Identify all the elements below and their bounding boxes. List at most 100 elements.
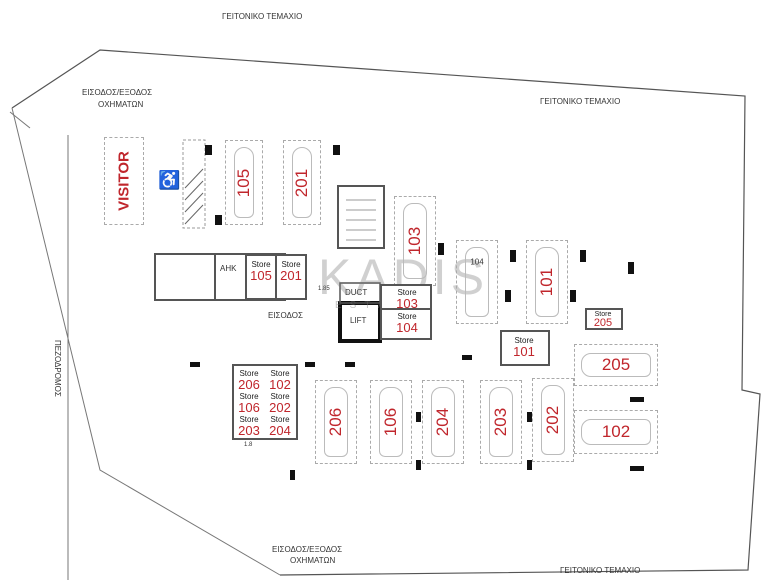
label-entrance: ΕΙΣΟΔΟΣ bbox=[268, 311, 303, 320]
dimension-1: 1.85 bbox=[318, 286, 330, 292]
spot-number: 203 bbox=[491, 407, 510, 437]
store-room bbox=[245, 254, 277, 300]
parking-spot: 103 bbox=[394, 196, 436, 286]
column bbox=[190, 362, 200, 367]
label-neighbor-top: ΓΕΙΤΟΝΙΚΟ ΤΕΜΑΧΙΟ bbox=[222, 12, 303, 21]
label-vehicle-entry-top-2: ΟΧΗΜΑΤΩΝ bbox=[98, 100, 144, 109]
visitor-parking: VISITOR bbox=[104, 137, 144, 225]
store-number: 201 bbox=[280, 268, 302, 283]
column bbox=[580, 250, 586, 262]
store-room bbox=[585, 308, 623, 330]
spot-number: 102 bbox=[601, 422, 631, 441]
spot-number: 105 bbox=[234, 168, 253, 197]
label-electricity: ΑΗΚ bbox=[220, 264, 237, 273]
column bbox=[345, 362, 355, 367]
store-label: Store bbox=[270, 369, 290, 378]
parking-spot: 104 bbox=[456, 240, 498, 324]
column bbox=[527, 412, 532, 422]
parking-spot: 105 bbox=[225, 140, 263, 225]
column bbox=[505, 290, 511, 302]
store-number: 106 bbox=[238, 400, 260, 415]
dimension-2: 1.8 bbox=[244, 442, 253, 448]
store-number: 104 bbox=[396, 320, 418, 335]
store-number: 103 bbox=[396, 296, 418, 311]
spot-number: 205 bbox=[601, 355, 631, 374]
store-room bbox=[275, 254, 307, 300]
parking-spot: 201 bbox=[283, 140, 321, 225]
label-lift: LIFT bbox=[350, 316, 367, 325]
spot-number: 206 bbox=[326, 407, 345, 437]
store-room bbox=[380, 308, 432, 340]
store-number: 105 bbox=[250, 268, 272, 283]
label-vehicle-entry-bottom-1: ΕΙΣΟΔΟΣ/ΕΞΟΔΟΣ bbox=[272, 545, 343, 554]
label-vehicle-entry-top-1: ΕΙΣΟΔΟΣ/ΕΞΟΔΟΣ bbox=[82, 88, 153, 97]
parking-spot: 205 bbox=[574, 344, 658, 386]
store-label: Store bbox=[514, 336, 534, 345]
store-number: 202 bbox=[269, 400, 291, 415]
column bbox=[462, 355, 472, 360]
spot-number: 104 bbox=[470, 257, 484, 266]
column bbox=[290, 470, 295, 480]
column bbox=[630, 397, 644, 402]
spot-number: 202 bbox=[543, 405, 562, 435]
label-duct: DUCT bbox=[345, 288, 368, 297]
store-block bbox=[232, 364, 298, 440]
store-label: Store bbox=[270, 415, 290, 424]
store-label: Store bbox=[594, 311, 612, 318]
parking-spot: 203 bbox=[480, 380, 522, 464]
column bbox=[215, 215, 222, 225]
visitor-label: VISITOR bbox=[115, 151, 133, 211]
parking-spot: 101 bbox=[526, 240, 568, 324]
watermark-sub: ESTATE bbox=[335, 300, 421, 311]
store-label: Store bbox=[397, 312, 417, 321]
store-room bbox=[500, 330, 550, 366]
store-label: Store bbox=[239, 392, 259, 401]
parking-spot: 202 bbox=[532, 378, 574, 462]
label-sidewalk: ΠΕΖΟΔΡΟΜΟΣ bbox=[53, 340, 62, 397]
spot-number: 201 bbox=[292, 168, 311, 197]
store-label: Store bbox=[251, 260, 271, 269]
store-label: Store bbox=[239, 415, 259, 424]
parking-spot: 204 bbox=[422, 380, 464, 464]
store-number: 102 bbox=[269, 377, 291, 392]
column bbox=[527, 460, 532, 470]
label-neighbor-right: ΓΕΙΤΟΝΙΚΟ ΤΕΜΑΧΙΟ bbox=[540, 97, 621, 106]
wheelchair-icon: ♿ bbox=[158, 170, 181, 190]
store-number: 206 bbox=[238, 377, 260, 392]
column bbox=[416, 460, 421, 470]
store-label: Store bbox=[239, 369, 259, 378]
store-number: 203 bbox=[238, 423, 260, 438]
column bbox=[416, 412, 421, 422]
store-number: 205 bbox=[593, 317, 613, 329]
label-vehicle-entry-bottom-2: ΟΧΗΜΑΤΩΝ bbox=[290, 556, 336, 565]
column bbox=[628, 262, 634, 274]
store-label: Store bbox=[281, 260, 301, 269]
store-label: Store bbox=[397, 288, 417, 297]
column bbox=[333, 145, 340, 155]
column bbox=[630, 466, 644, 471]
column bbox=[510, 250, 516, 262]
store-label: Store bbox=[270, 392, 290, 401]
column bbox=[570, 290, 576, 302]
spot-number: 101 bbox=[537, 267, 556, 297]
column bbox=[205, 145, 212, 155]
store-number: 101 bbox=[513, 344, 535, 359]
column bbox=[438, 243, 444, 255]
parking-spot: 102 bbox=[574, 410, 658, 454]
parking-spot: 206 bbox=[315, 380, 357, 464]
spot-number: 106 bbox=[381, 407, 400, 437]
